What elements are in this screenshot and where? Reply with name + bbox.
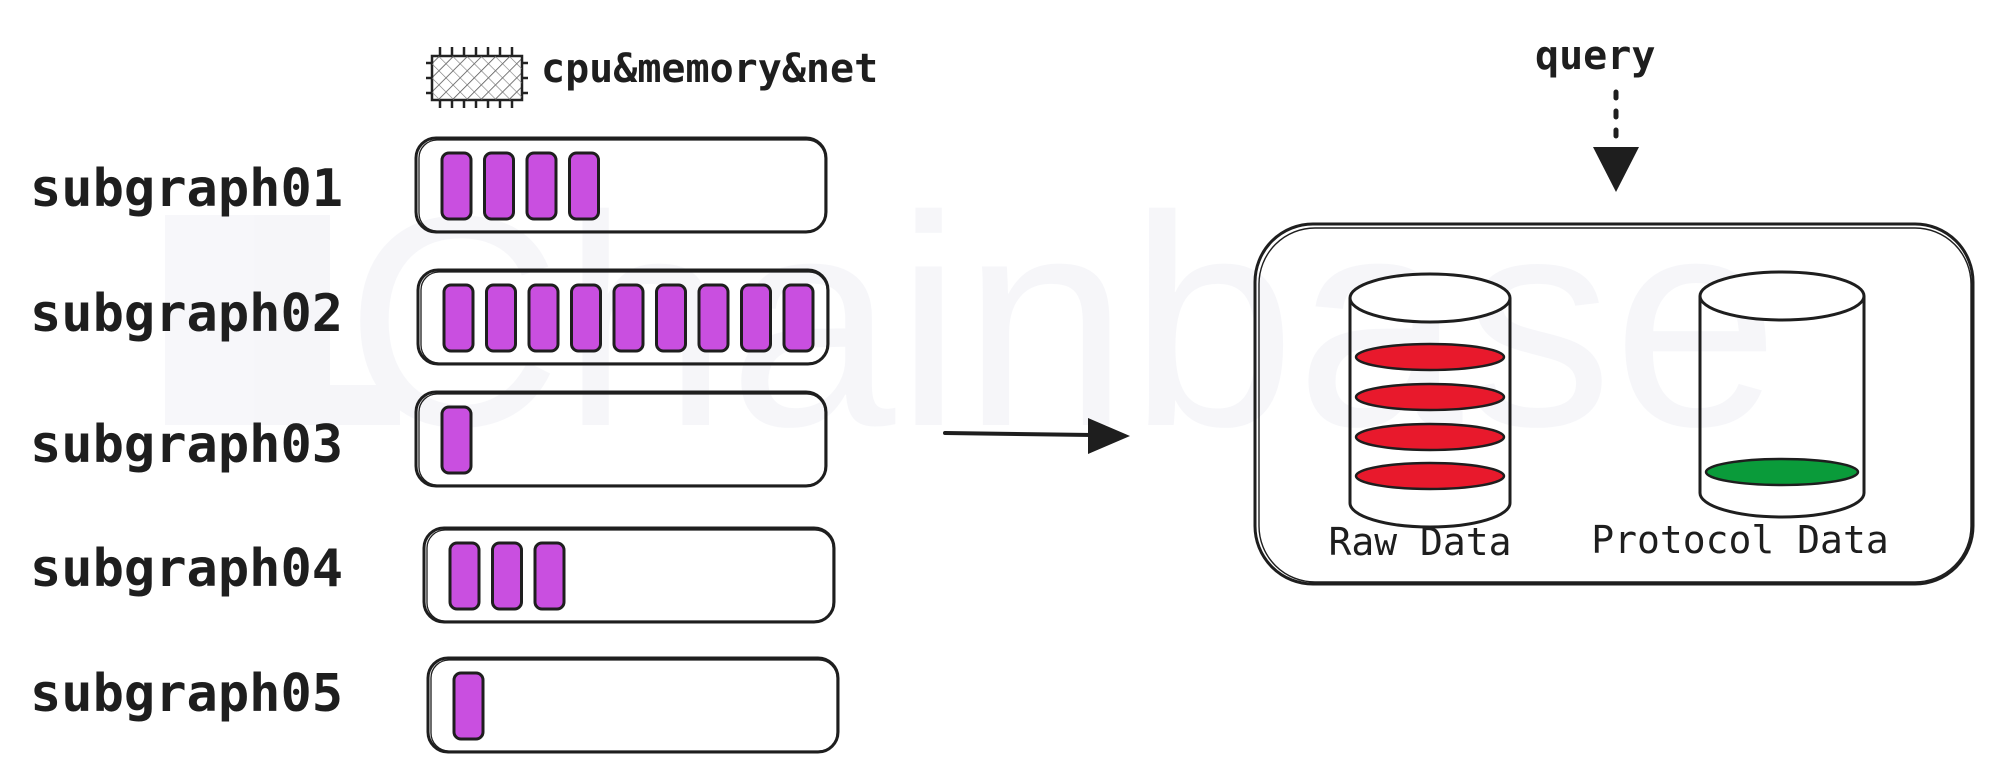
resource-legend: cpu&memory&net: [426, 46, 878, 108]
resource-bar: [414, 136, 828, 234]
data-layer: [1354, 382, 1506, 412]
resource-bar-outline: [418, 139, 826, 232]
resource-bar-outline: [430, 659, 838, 752]
subgraph-label: subgraph03: [30, 415, 343, 475]
subgraph-row: subgraph04: [30, 526, 836, 624]
usage-unit: [533, 541, 566, 611]
query-label: query: [1535, 33, 1655, 79]
cylinder-body: [1348, 298, 1512, 529]
watermark: Chainbase: [165, 153, 1779, 489]
usage-unit: [442, 283, 475, 353]
usage-unit: [440, 405, 473, 475]
subgraph-label: subgraph02: [30, 284, 343, 344]
flow-arrow: [943, 418, 1130, 454]
resource-bar: [422, 526, 836, 624]
chip-icon: [426, 47, 528, 108]
data-store: Protocol Data: [1591, 270, 1889, 562]
storage-container: [1253, 222, 1975, 586]
usage-unit: [483, 151, 515, 221]
subgraph-label: subgraph04: [30, 539, 343, 599]
usage-unit: [655, 283, 687, 353]
usage-unit: [740, 283, 772, 353]
resource-bar-outline: [418, 393, 826, 486]
data-stores: Raw Data Protocol Data: [1328, 270, 1889, 564]
subgraph-row: subgraph02: [30, 268, 830, 366]
data-layer: [1704, 457, 1860, 487]
usage-unit: [568, 151, 600, 221]
query-arrow: [1593, 89, 1639, 192]
usage-unit: [570, 283, 602, 353]
resource-bar: [414, 390, 828, 488]
resource-legend-label: cpu&memory&net: [541, 46, 878, 92]
usage-unit: [440, 151, 473, 221]
subgraph-row: subgraph01: [30, 136, 828, 234]
query-input: query: [1535, 33, 1655, 192]
data-store-label: Protocol Data: [1591, 518, 1888, 562]
cylinder-top: [1348, 272, 1512, 324]
resource-bar-outline: [426, 529, 834, 622]
usage-unit: [697, 283, 730, 353]
cylinder-top: [1698, 270, 1866, 322]
data-layer: [1354, 342, 1506, 372]
resource-bar-outline: [420, 271, 828, 364]
usage-unit: [491, 541, 523, 611]
subgraph-row: subgraph05: [30, 656, 840, 754]
data-layer: [1354, 461, 1506, 491]
data-layer: [1354, 422, 1506, 452]
usage-unit: [448, 541, 481, 611]
usage-unit: [525, 151, 558, 221]
usage-unit: [782, 283, 815, 353]
watermark-text: Chainbase: [345, 153, 1779, 489]
usage-unit: [527, 283, 560, 353]
subgraph-row: subgraph03: [30, 390, 828, 488]
usage-unit: [612, 283, 645, 353]
cylinder-body: [1698, 296, 1866, 519]
usage-unit: [452, 671, 485, 741]
subgraph-list: subgraph01 subgraph02 subgraph03 subgraph04…: [30, 136, 840, 754]
subgraph-label: subgraph05: [30, 664, 343, 724]
data-store: Raw Data: [1328, 272, 1512, 564]
resource-bar: [416, 268, 830, 366]
data-store-label: Raw Data: [1328, 520, 1511, 564]
subgraph-label: subgraph01: [30, 159, 343, 219]
resource-bar: [426, 656, 840, 754]
usage-unit: [485, 283, 517, 353]
